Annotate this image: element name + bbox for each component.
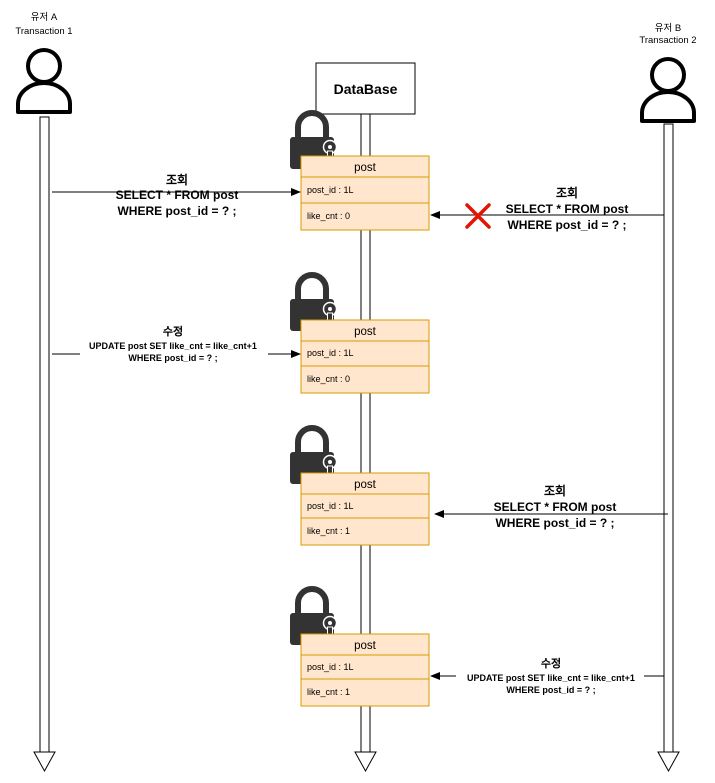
message-title: 수정 bbox=[163, 324, 183, 338]
entity-title: post bbox=[354, 640, 377, 652]
message-a-select: 조회 SELECT * FROM post WHERE post_id = ? … bbox=[52, 172, 301, 218]
message-sql-line-2: WHERE post_id = ? ; bbox=[507, 218, 626, 232]
blocked-x-icon bbox=[465, 203, 491, 229]
message-b-update: 수정 UPDATE post SET like_cnt = like_cnt+1… bbox=[430, 656, 664, 695]
entity-field-like-cnt: like_cnt : 1 bbox=[307, 687, 350, 697]
message-a-update: 수정 UPDATE post SET like_cnt = like_cnt+1… bbox=[52, 324, 301, 363]
message-sql-line-2: WHERE post_id = ? ; bbox=[117, 204, 236, 218]
entity-field-post-id: post_id : 1L bbox=[307, 501, 354, 511]
actor-user-b-name: 유저 B bbox=[655, 23, 681, 34]
actor-user-b-transaction: Transaction 2 bbox=[639, 35, 696, 46]
entity-field-like-cnt: like_cnt : 1 bbox=[307, 526, 350, 536]
entity-title: post bbox=[354, 326, 377, 338]
message-sql-line-2: WHERE post_id = ? ; bbox=[128, 353, 217, 363]
entity-field-post-id: post_id : 1L bbox=[307, 662, 354, 672]
user-b-person-icon bbox=[640, 57, 696, 123]
entity-title: post bbox=[354, 479, 377, 491]
entity-field-like-cnt: like_cnt : 0 bbox=[307, 374, 350, 384]
lifeline-database bbox=[354, 113, 377, 773]
message-title: 조회 bbox=[544, 483, 566, 498]
actor-user-a: 유저 A Transaction 1 bbox=[15, 12, 73, 114]
message-sql-line-1: UPDATE post SET like_cnt = like_cnt+1 bbox=[89, 341, 257, 351]
message-sql-line-1: SELECT * FROM post bbox=[506, 202, 629, 216]
message-title: 조회 bbox=[556, 185, 578, 200]
message-title: 조회 bbox=[166, 172, 188, 187]
entity-field-post-id: post_id : 1L bbox=[307, 185, 354, 195]
message-title: 수정 bbox=[541, 656, 561, 670]
message-sql-line-1: SELECT * FROM post bbox=[116, 188, 239, 202]
message-sql-line-2: WHERE post_id = ? ; bbox=[495, 516, 614, 530]
lifeline-user-b bbox=[657, 123, 680, 773]
message-b-select: 조회 SELECT * FROM post WHERE post_id = ? … bbox=[434, 483, 668, 530]
database-label: DataBase bbox=[334, 81, 398, 97]
entity-field-like-cnt: like_cnt : 0 bbox=[307, 211, 350, 221]
entity-title: post bbox=[354, 162, 377, 174]
lifeline-user-a bbox=[33, 116, 56, 773]
entity-field-post-id: post_id : 1L bbox=[307, 348, 354, 358]
post-entity-1: post post_id : 1L like_cnt : 0 bbox=[300, 155, 430, 231]
actor-user-b: 유저 B Transaction 2 bbox=[639, 23, 697, 123]
message-b-select-blocked: 조회 SELECT * FROM post WHERE post_id = ? … bbox=[430, 185, 664, 232]
message-sql-line-1: SELECT * FROM post bbox=[494, 500, 617, 514]
actor-user-a-transaction: Transaction 1 bbox=[15, 26, 72, 37]
user-a-person-icon bbox=[16, 48, 72, 114]
message-sql-line-2: WHERE post_id = ? ; bbox=[506, 685, 595, 695]
actor-user-a-name: 유저 A bbox=[31, 12, 58, 23]
message-sql-line-1: UPDATE post SET like_cnt = like_cnt+1 bbox=[467, 673, 635, 683]
post-entity-2: post post_id : 1L like_cnt : 0 bbox=[300, 319, 430, 394]
post-entity-4: post post_id : 1L like_cnt : 1 bbox=[300, 633, 430, 707]
post-entity-3: post post_id : 1L like_cnt : 1 bbox=[300, 472, 430, 546]
database-box: DataBase bbox=[315, 62, 416, 115]
